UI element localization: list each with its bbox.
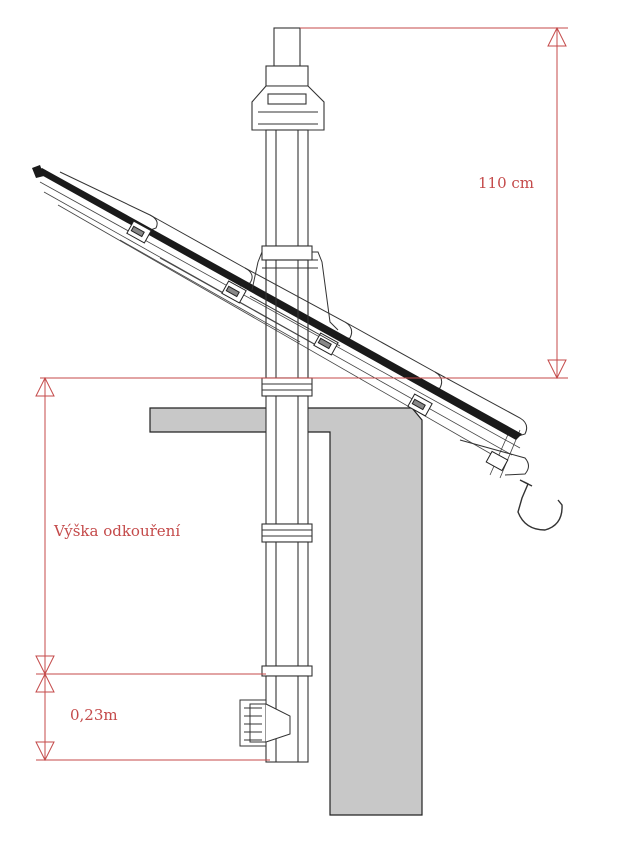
roof-structure: [39, 181, 521, 479]
tile-hooks: [126, 220, 509, 472]
bottom-offset-label: 0,23m: [70, 706, 118, 724]
flue-pipe: [251, 27, 325, 763]
flue-height-label: Výška odkouření: [53, 522, 180, 540]
tile-hook: [313, 332, 339, 356]
tile-hook: [407, 393, 433, 417]
dimension-lines: [35, 26, 568, 762]
tile-hook: [485, 450, 509, 472]
roofing-membrane: [32, 165, 522, 440]
top-height-label: 110 cm: [478, 174, 534, 192]
boiler-connector: [239, 699, 291, 747]
gutter: [517, 479, 563, 531]
arrow-icon: [35, 655, 55, 676]
arrow-icon: [35, 376, 55, 397]
arrow-icon: [35, 741, 55, 762]
arrow-icon: [547, 26, 567, 47]
dimension-labels: 110 cm Výška odkouření 0,23m: [53, 174, 534, 724]
tile-hook: [221, 280, 247, 304]
arrow-icon: [547, 359, 567, 380]
roof-tiles: [59, 171, 529, 476]
arrow-icon: [35, 672, 55, 693]
tile-hook: [126, 220, 152, 244]
